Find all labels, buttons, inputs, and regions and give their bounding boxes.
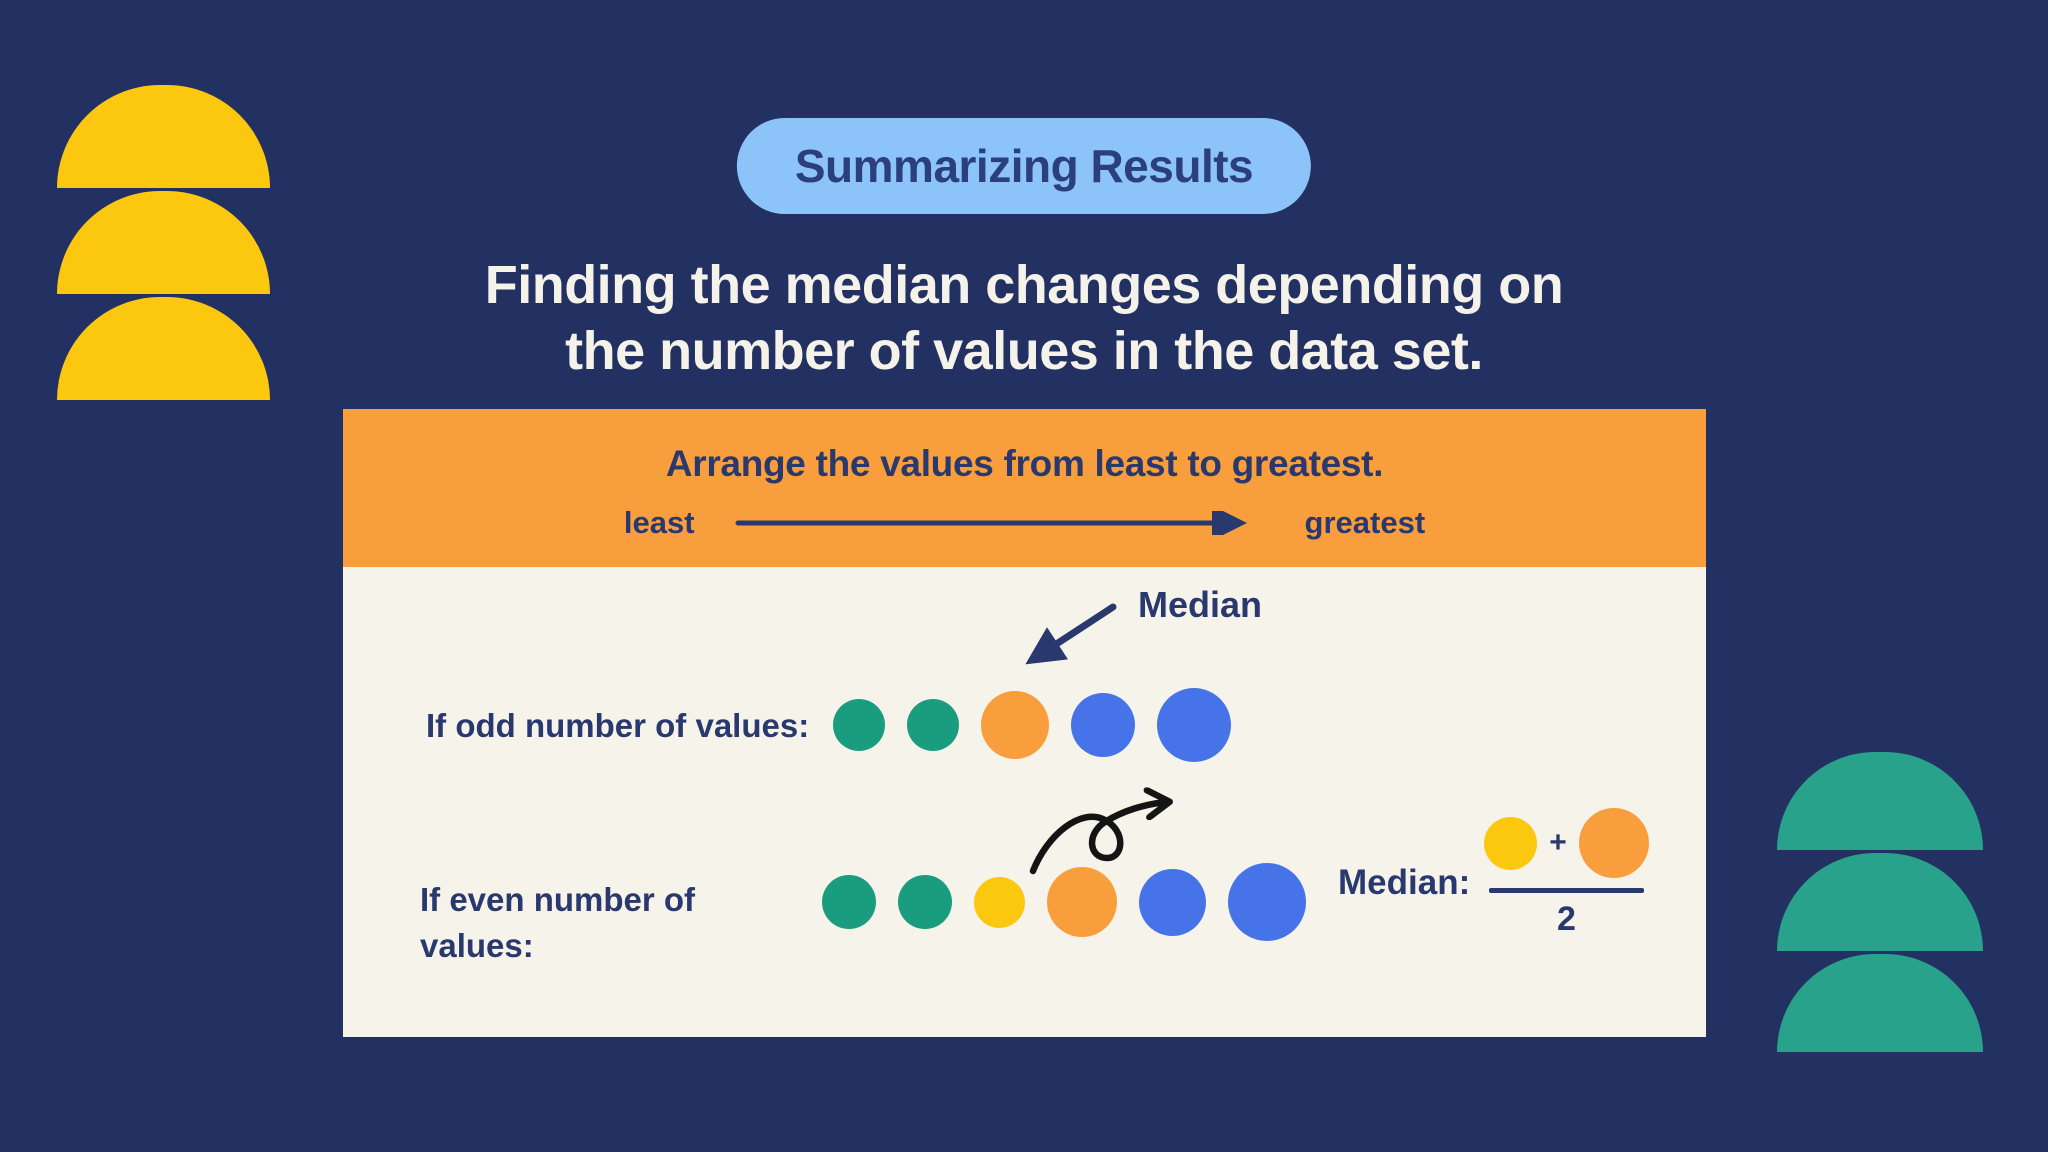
fraction-denominator: 2 <box>1557 900 1576 938</box>
odd-values-label: If odd number of values: <box>426 707 810 744</box>
blue-circle <box>1228 863 1306 941</box>
fraction-numerator: + <box>1484 807 1649 879</box>
teal-circle <box>907 699 959 751</box>
yellow-circle <box>1484 816 1538 870</box>
median-formula-label: Median: <box>1338 863 1471 902</box>
teal-circle <box>898 875 952 929</box>
yellow-domes-decoration <box>57 85 270 400</box>
title-badge: Summarizing Results <box>736 118 1312 214</box>
teal-deco-dome <box>1777 752 1983 850</box>
fraction-bar <box>1489 888 1644 893</box>
orange-circle <box>1578 808 1649 878</box>
orange-circle <box>981 691 1049 759</box>
card-header-title: Arrange the values from least to greates… <box>665 443 1384 484</box>
page-title: Finding the median changes depending on … <box>0 252 2048 384</box>
greatest-label: greatest <box>1304 505 1426 540</box>
even-values-circles <box>822 862 1306 942</box>
even-values-label-line2: values: <box>420 927 534 964</box>
card-body: Median If odd number of values: If even … <box>343 567 1706 1037</box>
blue-circle <box>1157 688 1231 762</box>
median-label: Median <box>1138 584 1263 625</box>
page-title-line1: Finding the median changes depending on <box>484 255 1564 315</box>
teal-domes-decoration <box>1777 752 1983 1052</box>
card-header: Arrange the values from least to greates… <box>343 409 1706 567</box>
even-values-label: If even number of values: <box>420 877 695 969</box>
teal-deco-dome <box>1777 853 1983 951</box>
teal-circle <box>833 699 885 751</box>
blue-circle <box>1139 868 1206 936</box>
page-title-line2: the number of values in the data set. <box>565 321 1483 381</box>
badge-label: Summarizing Results <box>794 140 1254 192</box>
odd-values-circles <box>833 685 1231 765</box>
teal-deco-dome <box>1777 954 1983 1052</box>
median-fraction: + 2 <box>1484 807 1649 939</box>
least-label: least <box>623 505 695 540</box>
least-to-greatest-arrow <box>735 511 1247 535</box>
teal-circle <box>822 875 876 929</box>
median-card: Arrange the values from least to greates… <box>343 409 1706 1037</box>
orange-circle <box>1047 867 1117 937</box>
range-row: least greatest <box>343 505 1706 541</box>
median-formula: Median: + 2 <box>1338 807 1649 939</box>
blue-circle <box>1071 693 1135 757</box>
yellow-circle <box>974 876 1025 928</box>
even-values-label-line1: If even number of <box>420 881 696 918</box>
plus-sign: + <box>1549 826 1567 859</box>
median-pointer-arrow <box>1025 603 1117 665</box>
curly-loop-arrow <box>1029 787 1198 875</box>
yellow-dome <box>57 85 270 188</box>
